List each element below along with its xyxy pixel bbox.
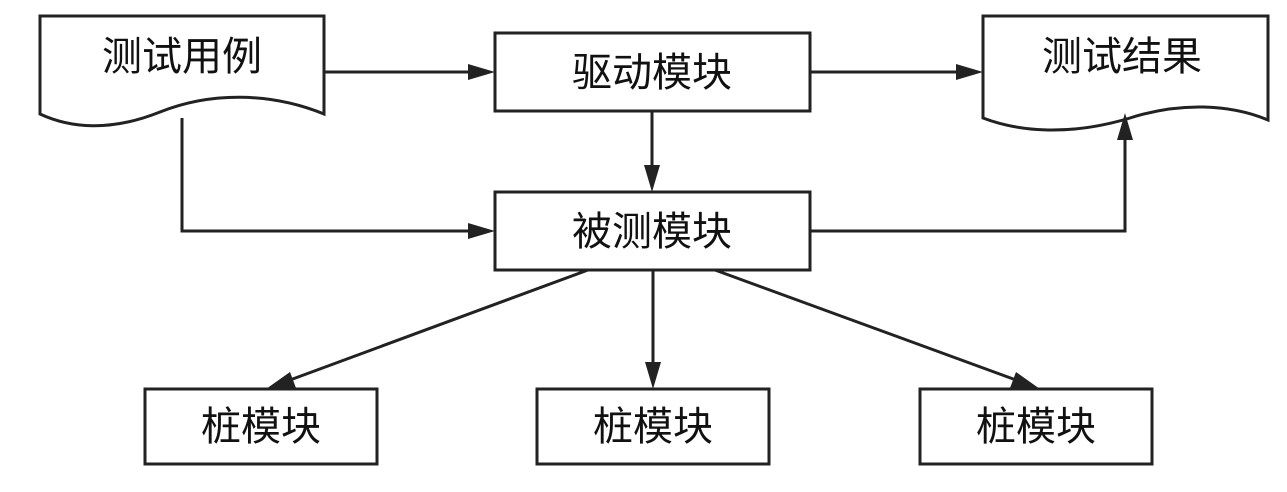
edge-test-cases-to-module-under-test — [180, 118, 495, 239]
edge-module-under-test-to-test-results — [810, 113, 1133, 233]
edge-line — [289, 268, 589, 382]
edge-line — [714, 268, 1017, 382]
test-cases-label: 测试用例 — [102, 34, 262, 80]
edge-line — [180, 118, 470, 233]
node-driver-module: 驱动模块 — [493, 31, 812, 113]
test-cases-document-shape — [38, 14, 326, 128]
node-stub-module-3: 桩模块 — [918, 387, 1154, 466]
stub-module-1-label: 桩模块 — [201, 404, 321, 450]
arrowhead — [645, 362, 661, 389]
edge-test-cases-to-driver — [324, 64, 495, 80]
stub-module-1-box — [143, 387, 379, 466]
stub-module-2-label: 桩模块 — [593, 404, 713, 450]
edge-driver-to-module-under-test — [644, 111, 660, 192]
arrowhead — [266, 372, 296, 389]
arrowhead — [1117, 113, 1133, 140]
node-test-cases: 测试用例 — [38, 14, 326, 128]
driver-module-label: 驱动模块 — [572, 50, 732, 96]
node-stub-module-1: 桩模块 — [143, 387, 379, 466]
stub-module-3-box — [918, 387, 1154, 466]
arrowhead — [468, 223, 495, 239]
edge-line — [810, 138, 1127, 233]
arrowhead — [1010, 372, 1040, 389]
arrowhead — [956, 64, 983, 80]
node-module-under-test: 被测模块 — [493, 190, 812, 272]
test-results-label: 测试结果 — [1042, 34, 1202, 80]
node-test-results: 测试结果 — [981, 14, 1270, 132]
module-under-test-label: 被测模块 — [572, 209, 732, 255]
node-stub-module-2: 桩模块 — [535, 387, 771, 466]
edge-driver-to-test-results — [810, 64, 983, 80]
arrowhead — [468, 64, 495, 80]
edge-module-under-test-to-stub-3 — [714, 268, 1040, 389]
test-results-document-shape — [981, 14, 1270, 132]
edge-module-under-test-to-stub-1 — [266, 268, 589, 389]
arrowhead — [644, 165, 660, 192]
stub-module-3-label: 桩模块 — [976, 404, 1096, 450]
edge-module-under-test-to-stub-2 — [645, 270, 661, 389]
